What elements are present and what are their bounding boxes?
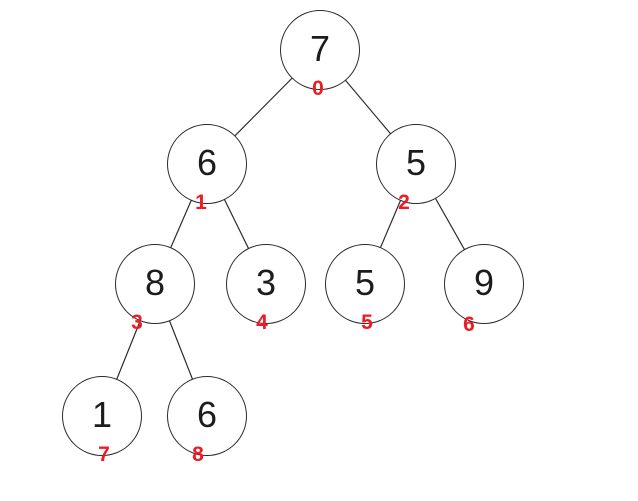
tree-node-4: 3 4 (226, 244, 306, 333)
tree-node-0: 7 0 (280, 10, 360, 99)
tree-node-3: 8 3 (115, 244, 195, 333)
node-value: 5 (354, 262, 376, 303)
node-value: 3 (255, 262, 277, 303)
node-value: 9 (473, 262, 495, 303)
node-value: 5 (405, 142, 427, 183)
node-index-label: 2 (398, 191, 410, 214)
node-index-label: 5 (361, 311, 373, 334)
tree-node-1: 6 1 (167, 124, 247, 213)
node-index-label: 3 (131, 311, 143, 334)
tree-node-6: 9 6 (444, 244, 524, 335)
node-index-label: 7 (98, 443, 110, 466)
tree-node-2: 5 2 (376, 124, 456, 213)
node-value: 8 (144, 262, 166, 303)
tree-node-7: 1 7 (62, 376, 142, 465)
node-index-label: 0 (312, 77, 324, 100)
node-value: 6 (196, 394, 218, 435)
node-index-label: 1 (195, 191, 207, 214)
node-index-label: 4 (256, 311, 268, 334)
tree-node-5: 5 5 (325, 244, 405, 333)
tree-node-8: 6 8 (167, 376, 247, 465)
node-value: 7 (309, 28, 331, 69)
node-index-label: 6 (463, 313, 475, 336)
node-value: 6 (196, 142, 218, 183)
node-index-label: 8 (192, 443, 204, 466)
node-value: 1 (91, 394, 113, 435)
